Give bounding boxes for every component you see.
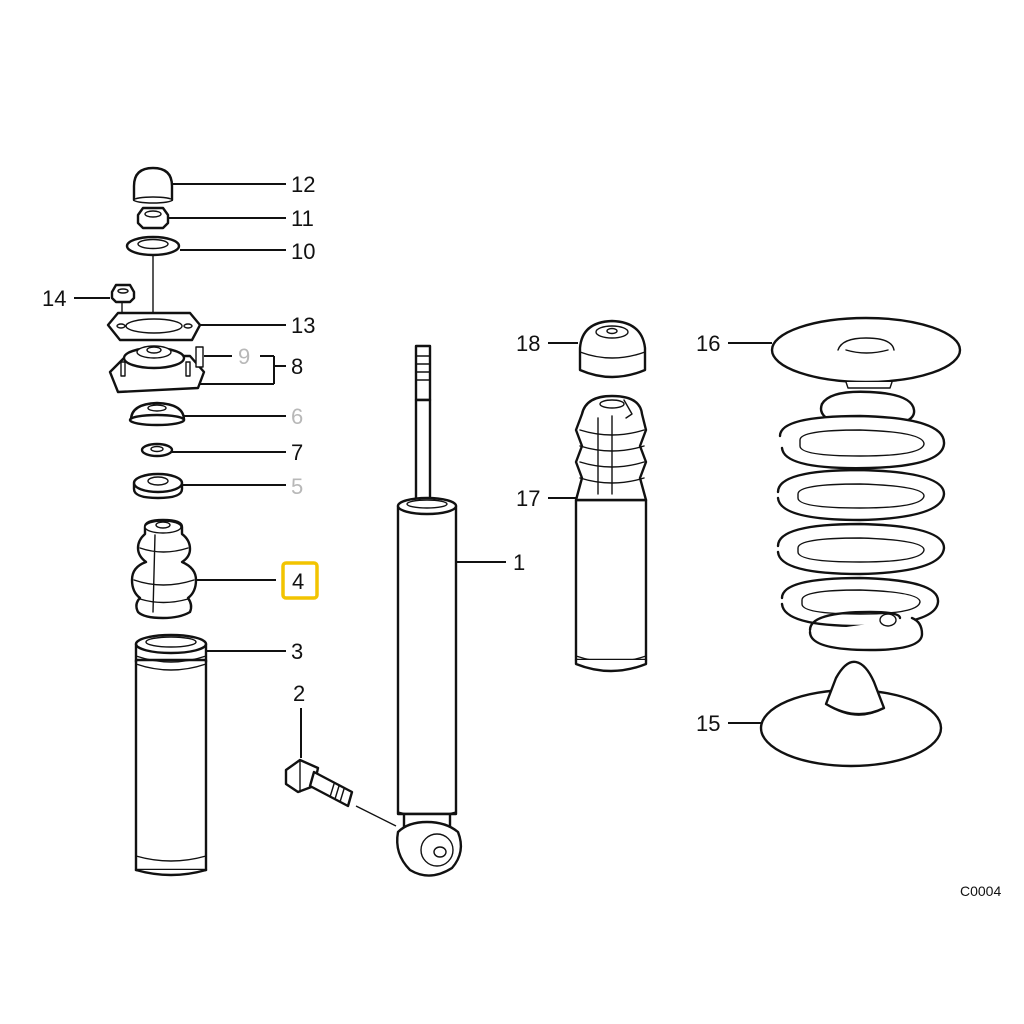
label-10[interactable]: 10 xyxy=(291,239,315,264)
part-18-upper-bump[interactable] xyxy=(578,319,647,379)
part-15-lower-seat[interactable] xyxy=(759,660,943,768)
part-17-boot[interactable] xyxy=(574,394,648,673)
label-16[interactable]: 16 xyxy=(696,331,720,356)
part-5-cup[interactable] xyxy=(132,472,184,500)
part-10-washer[interactable] xyxy=(125,235,181,257)
label-8[interactable]: 8 xyxy=(291,354,303,379)
label-17[interactable]: 17 xyxy=(516,486,540,511)
part-9-stud[interactable] xyxy=(195,346,204,368)
diagram-code: C0004 xyxy=(960,883,1001,899)
part-13-plate[interactable] xyxy=(106,311,202,342)
label-7[interactable]: 7 xyxy=(291,440,303,465)
part-2-bolt[interactable] xyxy=(284,758,354,808)
part-14-nut[interactable] xyxy=(110,283,136,304)
label-4[interactable]: 4 xyxy=(292,569,304,594)
highlight-box xyxy=(281,561,319,600)
label-5[interactable]: 5 xyxy=(291,474,303,499)
leader-lines xyxy=(74,183,772,758)
label-18[interactable]: 18 xyxy=(516,331,540,356)
label-12[interactable]: 12 xyxy=(291,172,315,197)
label-2[interactable]: 2 xyxy=(293,681,305,706)
part-11-nut[interactable] xyxy=(136,206,170,230)
part-16-upper-seat[interactable] xyxy=(770,316,962,389)
part-6-seat[interactable] xyxy=(128,401,186,427)
part-8-mount[interactable] xyxy=(108,345,206,394)
label-15[interactable]: 15 xyxy=(696,711,720,736)
label-3[interactable]: 3 xyxy=(291,639,303,664)
label-1[interactable]: 1 xyxy=(513,550,525,575)
part-labels: 12 11 10 14 13 9 8 6 7 5 4 3 2 1 18 17 1… xyxy=(42,172,1001,899)
label-13[interactable]: 13 xyxy=(291,313,315,338)
part-4-bump-stop[interactable] xyxy=(130,518,198,620)
part-3-dust-boot[interactable] xyxy=(134,633,208,877)
label-6[interactable]: 6 xyxy=(291,404,303,429)
label-11[interactable]: 11 xyxy=(291,206,314,231)
part-1-shock-absorber[interactable] xyxy=(396,344,463,877)
label-14[interactable]: 14 xyxy=(42,286,66,311)
coil-spring[interactable] xyxy=(776,390,946,652)
part-12-cap[interactable] xyxy=(132,166,174,204)
label-9[interactable]: 9 xyxy=(238,344,250,369)
part-7-washer[interactable] xyxy=(140,442,174,458)
